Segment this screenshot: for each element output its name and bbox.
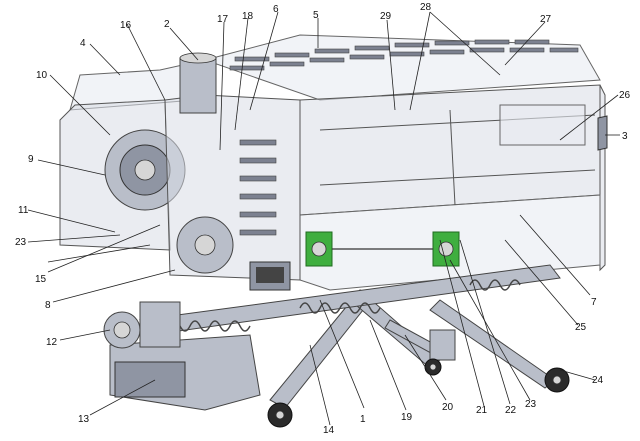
- inner-chamber: [499, 104, 586, 146]
- hopper-front-plate: [114, 361, 186, 398]
- callout-17: 17: [217, 14, 229, 25]
- callout-14: 14: [323, 425, 335, 436]
- chimney-pipe: [179, 57, 217, 114]
- callout-labels: 1 2 3 4 5 6 7 8 9 10 11 12 13 14 15 16 1…: [15, 2, 631, 436]
- callout-18: 18: [242, 11, 254, 22]
- callout-1: 1: [360, 414, 366, 425]
- callout-3: 3: [622, 131, 628, 142]
- callout-4: 4: [80, 38, 86, 49]
- callout-7: 7: [591, 297, 597, 308]
- bearing-blocks: [305, 231, 460, 267]
- callout-25: 25: [575, 322, 587, 333]
- callout-13: 13: [78, 414, 90, 425]
- wheels: [267, 358, 570, 428]
- callout-21: 21: [476, 405, 488, 416]
- callout-20: 20: [442, 402, 454, 413]
- callout-24: 24: [592, 375, 604, 386]
- callout-22: 22: [505, 405, 517, 416]
- callout-23-left: 23: [15, 237, 27, 248]
- callout-5: 5: [313, 10, 319, 21]
- rear-leg: [429, 299, 556, 389]
- callout-19: 19: [401, 412, 413, 423]
- callout-29: 29: [380, 11, 392, 22]
- burner-housing: [59, 59, 206, 251]
- callout-11: 11: [18, 205, 29, 216]
- chimney: [179, 52, 217, 114]
- motor-mount: [139, 301, 181, 348]
- callout-10: 10: [36, 70, 48, 81]
- callout-6: 6: [273, 4, 279, 15]
- leg-plate: [429, 329, 456, 361]
- feed-hopper: [103, 301, 261, 411]
- callout-12: 12: [46, 337, 58, 348]
- top-vent-slots: [229, 39, 579, 71]
- callout-16: 16: [120, 20, 132, 31]
- callout-15: 15: [35, 274, 47, 285]
- callout-8: 8: [45, 300, 51, 311]
- right-end-box: [597, 115, 608, 151]
- callout-23-right: 23: [525, 399, 537, 410]
- callout-27: 27: [540, 14, 552, 25]
- right-end-panel: [599, 84, 606, 272]
- combustion-chamber: [164, 94, 301, 291]
- callout-28: 28: [420, 2, 432, 13]
- callout-2: 2: [164, 19, 170, 30]
- leader-lines: [27, 11, 620, 426]
- callout-9: 9: [28, 154, 34, 165]
- callout-26: 26: [619, 90, 631, 101]
